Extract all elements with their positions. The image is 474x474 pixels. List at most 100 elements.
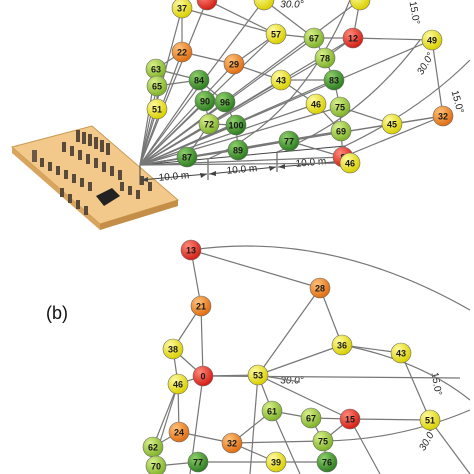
point-marker: [300, 407, 322, 429]
point-value: 51: [425, 416, 435, 426]
measurement-point: 84: [188, 69, 210, 91]
point-value: 36: [337, 341, 347, 351]
grid-line: [139, 0, 208, 166]
measurement-point: 96: [214, 91, 236, 113]
point-value: 70: [151, 462, 161, 472]
grid-line: [263, 0, 315, 39]
grid-line: [342, 115, 444, 158]
grid-arc: [190, 245, 471, 311]
measurement-point: 90: [194, 90, 216, 112]
point-value: 32: [227, 439, 237, 449]
measurement-point: 100: [225, 114, 247, 136]
point-value: 72: [204, 120, 214, 130]
point-marker: [323, 69, 345, 91]
point-value: 75: [335, 103, 345, 113]
measurement-point: 77: [187, 451, 209, 473]
measurement-point: 22: [171, 41, 193, 63]
point-marker: [168, 421, 190, 443]
grid-line: [202, 375, 461, 379]
grid-line: [139, 162, 351, 166]
point-marker: [303, 27, 325, 49]
measurement-point: 46: [339, 152, 361, 174]
measurement-point: 69: [330, 120, 352, 142]
grid-line: [231, 440, 324, 444]
grid-line: [181, 7, 277, 35]
angle-label: 30.0°: [417, 427, 438, 453]
panel-b-label: (b): [46, 303, 68, 323]
grid-line: [139, 124, 237, 166]
grid-line: [190, 249, 321, 289]
measurement-point: 15: [339, 408, 361, 430]
point-marker: [329, 96, 351, 118]
point-marker: [225, 114, 247, 136]
measurement-point: 65: [146, 75, 168, 97]
measurement-point: 67: [300, 407, 322, 429]
point-marker: [419, 409, 441, 431]
measurement-point: 77: [278, 130, 300, 152]
point-marker: [309, 277, 331, 299]
measurement-point: 38: [162, 338, 184, 360]
grid-line: [200, 305, 204, 377]
point-marker: [146, 75, 168, 97]
measurement-point: 72: [198, 113, 220, 135]
point-marker: [342, 27, 364, 49]
grid-arc: [344, 59, 471, 147]
point-marker: [247, 364, 269, 386]
measurement-point: 70: [145, 455, 167, 474]
point-marker: [187, 451, 209, 473]
measurement-point: 29: [223, 53, 245, 75]
measurement-point: [196, 0, 218, 11]
point-value: 12: [348, 34, 358, 44]
grid-line: [257, 344, 343, 376]
point-value: 13: [186, 246, 196, 256]
point-marker: [270, 69, 292, 91]
point-value: 67: [306, 414, 316, 424]
point-marker: [432, 105, 454, 127]
grid-line: [139, 63, 235, 166]
measurement-point: [349, 0, 371, 11]
point-value: 0: [200, 372, 205, 382]
measurement-point: 32: [221, 432, 243, 454]
point-value: 21: [196, 302, 206, 312]
grid-line: [257, 287, 321, 376]
measurement-point: 43: [390, 342, 412, 364]
point-value: 28: [315, 284, 325, 294]
point-value: 65: [152, 82, 162, 92]
angle-label: 30.0°: [415, 51, 436, 77]
point-marker: [312, 430, 334, 452]
measurement-point: 39: [265, 451, 287, 473]
orchestra-stage-icon: [10, 125, 180, 230]
point-value: 90: [200, 97, 210, 107]
point-marker: [162, 338, 184, 360]
point-marker: [278, 130, 300, 152]
measurement-point: 28: [309, 277, 331, 299]
measurement-point: 32: [432, 105, 454, 127]
grid-line: [152, 383, 179, 448]
grid-arc: [341, 344, 471, 401]
point-marker: [171, 0, 193, 19]
point-marker: [214, 91, 236, 113]
measurement-point: 75: [312, 430, 334, 452]
point-value: 76: [322, 458, 332, 468]
grid-line: [349, 418, 381, 474]
point-marker: [339, 408, 361, 430]
point-marker: [190, 295, 212, 317]
point-marker: [349, 0, 371, 11]
point-marker: [314, 47, 336, 69]
point-value: 15: [345, 415, 355, 425]
measurement-point: 61: [261, 400, 283, 422]
grid-line: [139, 100, 206, 166]
point-value: 46: [311, 100, 321, 110]
point-value: 96: [220, 98, 230, 108]
point-marker: [221, 432, 243, 454]
grid-line: [349, 418, 431, 421]
measurement-point: 21: [190, 295, 212, 317]
point-value: 46: [173, 380, 183, 390]
grid-line: [257, 374, 351, 420]
point-marker: [192, 365, 214, 387]
measurement-point: 87: [176, 146, 198, 168]
